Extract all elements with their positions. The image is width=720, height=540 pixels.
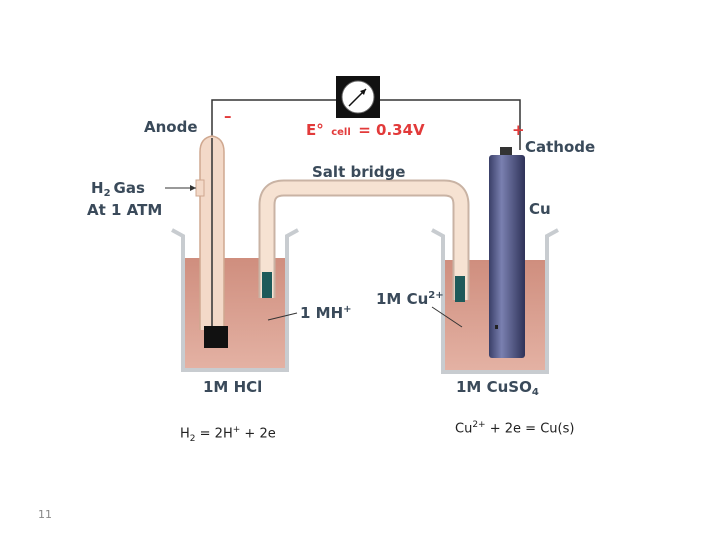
right-beaker-label: 1M CuSO4 [456, 378, 539, 398]
page-number: 11 [38, 508, 52, 521]
anode-sign: – [224, 107, 232, 125]
mh-concentration-label: 1 MH+ [300, 304, 352, 322]
cu-label: Cu [529, 200, 551, 218]
anode-half-reaction: H2 = 2H+ + 2e [180, 425, 276, 444]
cathode-sign: + [512, 121, 525, 139]
salt-bridge-label: Salt bridge [312, 163, 405, 181]
left-beaker [171, 228, 299, 372]
cathode-label: Cathode [525, 138, 595, 156]
hydrogen-electrode [165, 135, 228, 348]
anode-label: Anode [144, 118, 198, 136]
copper-electrode [489, 147, 525, 358]
ecell-label: E° cell = 0.34V [306, 121, 425, 139]
mh-pointer [267, 312, 298, 321]
left-beaker-label: 1M HCl [203, 378, 262, 396]
voltmeter [336, 76, 380, 118]
salt-bridge [258, 179, 470, 302]
cathode-half-reaction: Cu2+ + 2e = Cu(s) [455, 420, 575, 437]
at-1-atm-label: At 1 ATM [87, 201, 162, 219]
cu-pointer [431, 306, 463, 328]
cu-concentration-label: 1M Cu2+ [376, 290, 444, 308]
